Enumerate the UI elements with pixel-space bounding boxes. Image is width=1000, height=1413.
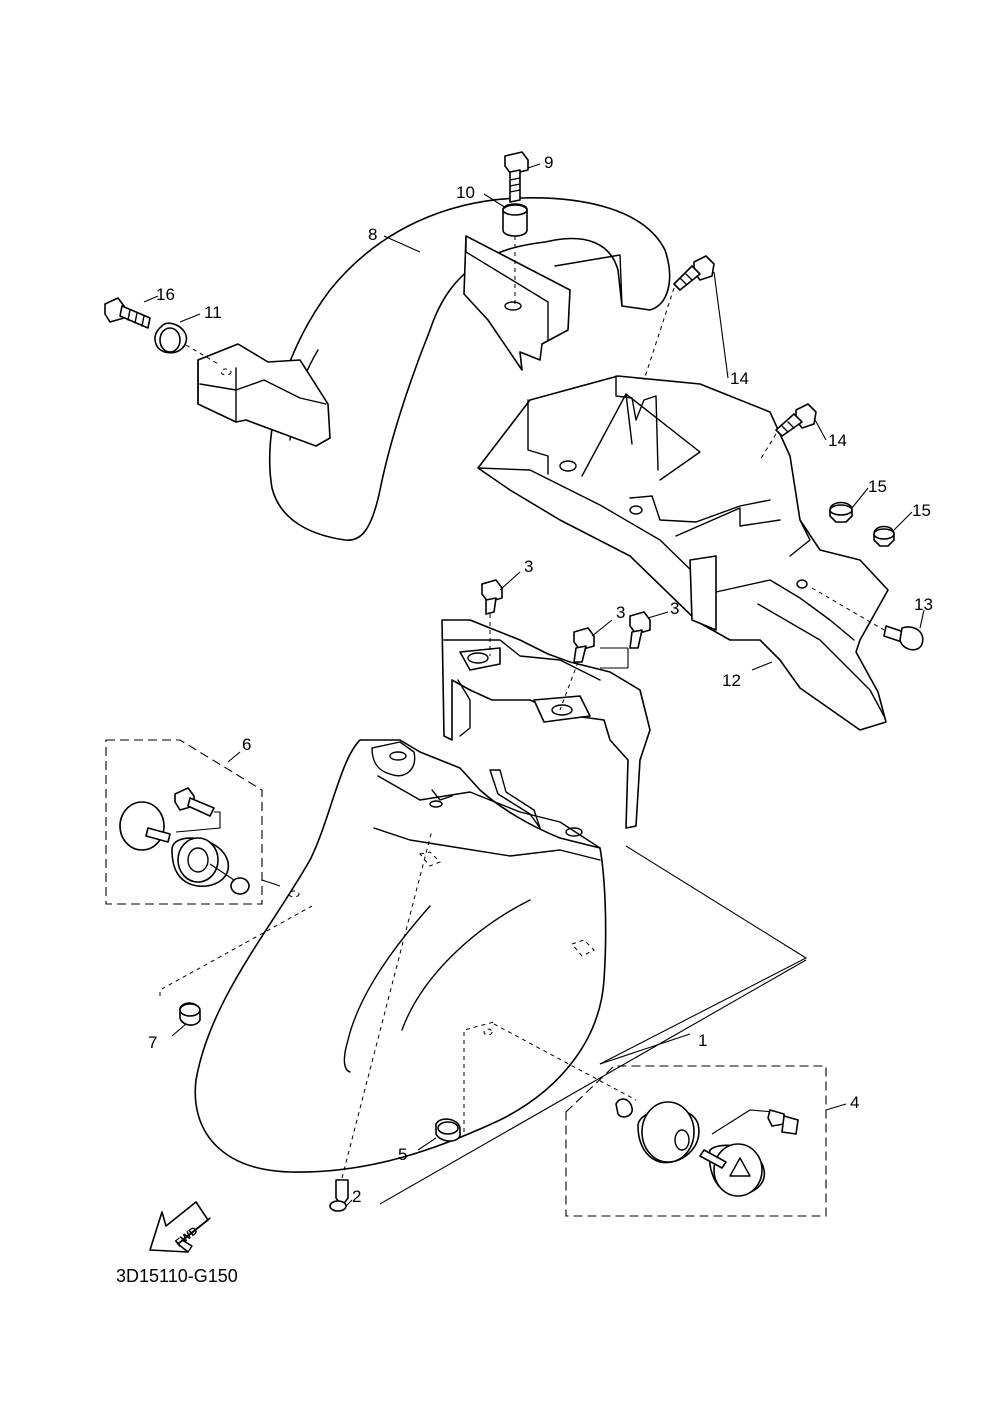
bolt-9 <box>504 151 529 203</box>
callout-labels: 1 2 3 3 3 4 5 6 7 8 9 10 11 12 13 14 14 … <box>148 153 933 1206</box>
callout-3a: 3 <box>524 557 533 576</box>
screw-13 <box>883 625 924 651</box>
reflector-assy-4 <box>565 1065 827 1217</box>
collar-11 <box>154 322 188 354</box>
fwd-arrow-icon: FWD <box>149 1201 211 1253</box>
callout-12: 12 <box>722 671 741 690</box>
screw-2 <box>329 1179 349 1212</box>
bolt-3-a <box>481 579 503 615</box>
callout-11: 11 <box>204 303 222 322</box>
callout-9: 9 <box>544 153 553 172</box>
mudguard-part-12 <box>477 375 889 731</box>
callout-3c: 3 <box>670 599 679 618</box>
bolt-14-lower <box>775 403 817 437</box>
clip-15-left <box>829 501 853 523</box>
callout-14b: 14 <box>828 431 847 450</box>
callout-16: 16 <box>156 285 175 304</box>
callout-7: 7 <box>148 1033 157 1052</box>
bolt-16 <box>104 297 151 329</box>
diagram-reference-code: 3D15110-G150 <box>116 1266 238 1286</box>
callout-10: 10 <box>456 183 475 202</box>
callout-8: 8 <box>368 225 377 244</box>
collar-10 <box>502 203 528 237</box>
callout-5: 5 <box>398 1145 407 1164</box>
bolt-3-b <box>573 627 595 663</box>
reflector-assy-6 <box>105 739 263 905</box>
callout-15a: 15 <box>868 477 887 496</box>
callout-13: 13 <box>914 595 933 614</box>
bolt-3-c <box>629 611 651 649</box>
fender-stay <box>441 619 651 829</box>
nut-7 <box>179 1002 201 1026</box>
callout-3b: 3 <box>616 603 625 622</box>
rear-fender-part-8 <box>197 197 671 541</box>
bolt-14-upper <box>673 255 715 291</box>
callout-1: 1 <box>698 1031 707 1050</box>
nut-5 <box>435 1118 461 1142</box>
callout-14a: 14 <box>730 369 749 388</box>
front-fender-part-1 <box>194 739 607 1173</box>
leader-lines <box>143 163 925 1207</box>
callout-4: 4 <box>850 1093 859 1112</box>
callout-2: 2 <box>352 1187 361 1206</box>
callout-6: 6 <box>242 735 251 754</box>
callout-15b: 15 <box>912 501 931 520</box>
clip-15-right <box>873 525 895 547</box>
